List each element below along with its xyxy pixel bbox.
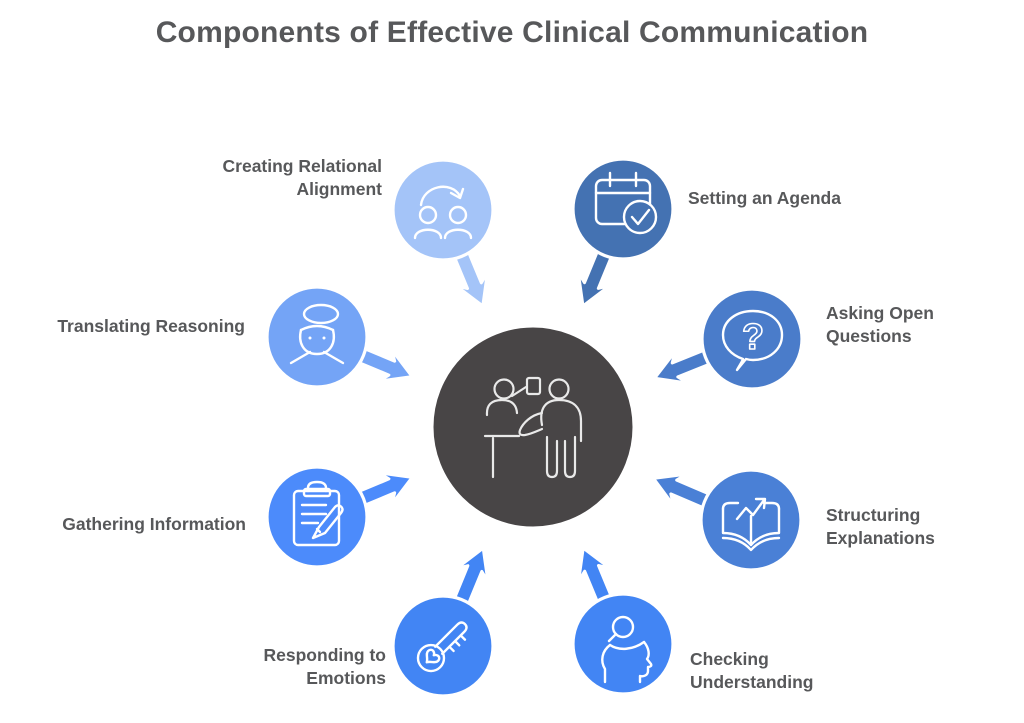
label-gathering-information: Gathering Information	[62, 514, 246, 534]
creating-relational-alignment-circle	[391, 158, 495, 262]
label-creating-relational-alignment: Creating Relational Alignment	[222, 156, 382, 199]
asking-open-questions-circle	[700, 287, 804, 391]
node-setting-an-agenda	[571, 157, 675, 308]
label-responding-to-emotions: Responding to Emotions	[263, 645, 386, 688]
book-chart-icon	[721, 497, 781, 552]
center-node	[430, 324, 636, 530]
checking-understanding-circle	[571, 592, 675, 696]
setting-an-agenda-circle	[571, 157, 675, 261]
doctor-patient-icon	[483, 376, 583, 479]
node-responding-to-emotions	[391, 546, 495, 698]
head-magnifier-icon	[601, 615, 653, 684]
gathering-information-circle	[265, 465, 369, 569]
node-gathering-information	[265, 465, 414, 569]
node-checking-understanding	[571, 546, 675, 696]
face-bubble-icon	[289, 303, 345, 365]
node-translating-reasoning	[265, 285, 414, 389]
responding-to-emotions-circle	[391, 594, 495, 698]
node-asking-open-questions: ?	[653, 287, 804, 391]
question-bubble-icon: ?	[721, 309, 784, 372]
clipboard-pencil-icon	[292, 480, 344, 547]
translating-reasoning-circle	[265, 285, 369, 389]
page-title: Components of Effective Clinical Communi…	[155, 16, 869, 49]
calendar-check-icon	[594, 171, 658, 235]
label-setting-an-agenda: Setting an Agenda	[688, 188, 841, 208]
node-structuring-explanations	[652, 468, 803, 572]
center-circle	[430, 324, 636, 530]
label-structuring-explanations: Structuring Explanations	[826, 505, 935, 548]
label-asking-open-questions: Asking Open Questions	[826, 303, 934, 346]
node-creating-relational-alignment	[391, 158, 495, 308]
label-checking-understanding: Checking Understanding	[690, 649, 814, 692]
people-sync-icon	[413, 185, 473, 240]
label-translating-reasoning: Translating Reasoning	[57, 316, 245, 336]
heart-thermometer-icon	[416, 621, 468, 673]
svg-text:?: ?	[742, 316, 764, 357]
